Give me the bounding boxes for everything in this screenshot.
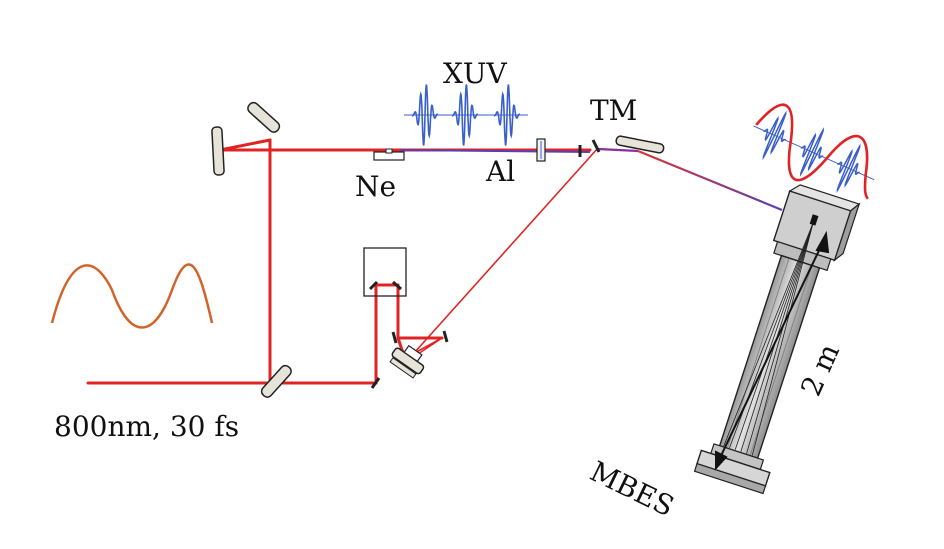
xuv-beam [399,149,591,153]
mirror-curved-left [211,126,225,176]
xuv-pulse-1 [411,84,439,146]
gas-cell-nozzle [385,148,393,154]
combined-beam-to-chamber [637,149,783,212]
small-mirror-bottom [370,377,381,389]
xuv-attosecond-pulse-train [411,84,521,146]
xuv-pulse-3 [493,84,521,146]
small-mirror-left-mid [391,331,398,344]
label-xuv: XUV [443,57,508,90]
retro-mirror-right [392,280,402,291]
small-mirror-mid [442,330,449,343]
overlap-pulse-3 [836,143,861,194]
label-ne: Ne [355,170,396,203]
ir-input-wave [50,263,214,329]
focusing-mirror-assembly [389,344,425,379]
mirror-top-right [247,101,281,133]
retro-mirror-left [368,280,379,291]
combined-beam [597,147,639,153]
label-laser: 800nm, 30 fs [54,410,239,443]
label-al: Al [485,155,515,188]
label-tm: TM [590,94,637,127]
beamsplitter [260,364,292,398]
xuv-pulse-2 [451,84,479,146]
xuv-ir-overlap-waveform [753,103,875,200]
delay-stage-box [363,247,407,297]
overlap-pulse-1 [762,110,787,161]
label-mbes: MBES [585,455,679,524]
overlap-pulse-2 [800,127,824,177]
length-arrow [715,230,830,471]
toroidal-mirror [615,135,665,154]
label-length: 2 m [794,339,846,401]
recombination-mirror-2 [591,139,601,153]
